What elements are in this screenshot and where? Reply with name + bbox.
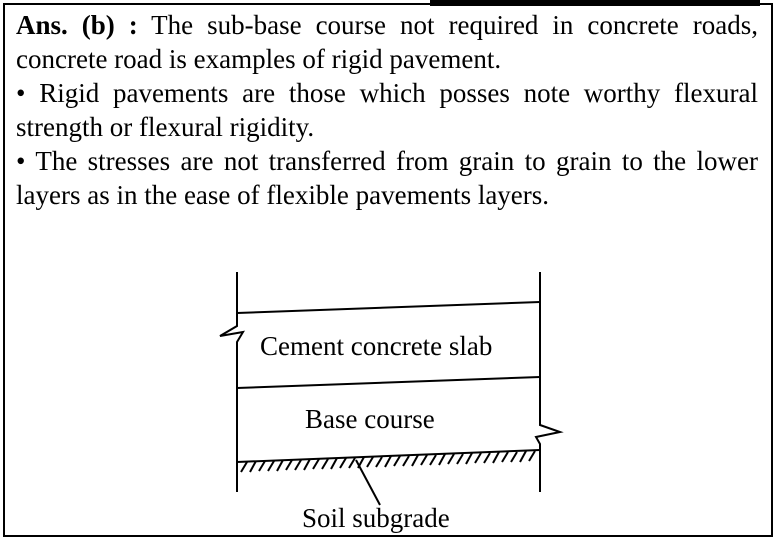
answer-box xyxy=(3,3,773,537)
subgrade-line xyxy=(236,449,541,463)
answer-intro-text: The sub-base course not required in conc… xyxy=(16,10,758,74)
right-wall xyxy=(534,272,564,492)
answer-intro: Ans. (b) : The sub-base course not requi… xyxy=(16,8,758,76)
subgrade-label: Soil subgrade xyxy=(302,503,450,533)
answer-label: Ans. (b) : xyxy=(16,10,138,40)
bullet-2-text: The stresses are not transferred from gr… xyxy=(16,146,758,210)
bullet-1-text: Rigid pavements are those which posses n… xyxy=(16,78,758,142)
subgrade-leader xyxy=(355,459,381,506)
slab-bottom-line xyxy=(236,376,541,389)
slab-label: Cement concrete slab xyxy=(260,331,492,361)
subgrade-hatching xyxy=(240,450,536,473)
bullet-symbol: • xyxy=(16,146,26,176)
bullet-symbol: • xyxy=(16,78,26,108)
answer-text: Ans. (b) : The sub-base course not requi… xyxy=(16,8,758,212)
left-wall xyxy=(219,272,245,492)
slab-top-line xyxy=(236,301,541,314)
bullet-2: • The stresses are not transferred from … xyxy=(16,144,758,212)
bullet-1: • Rigid pavements are those which posses… xyxy=(16,76,758,144)
base-course-label: Base course xyxy=(305,404,435,434)
